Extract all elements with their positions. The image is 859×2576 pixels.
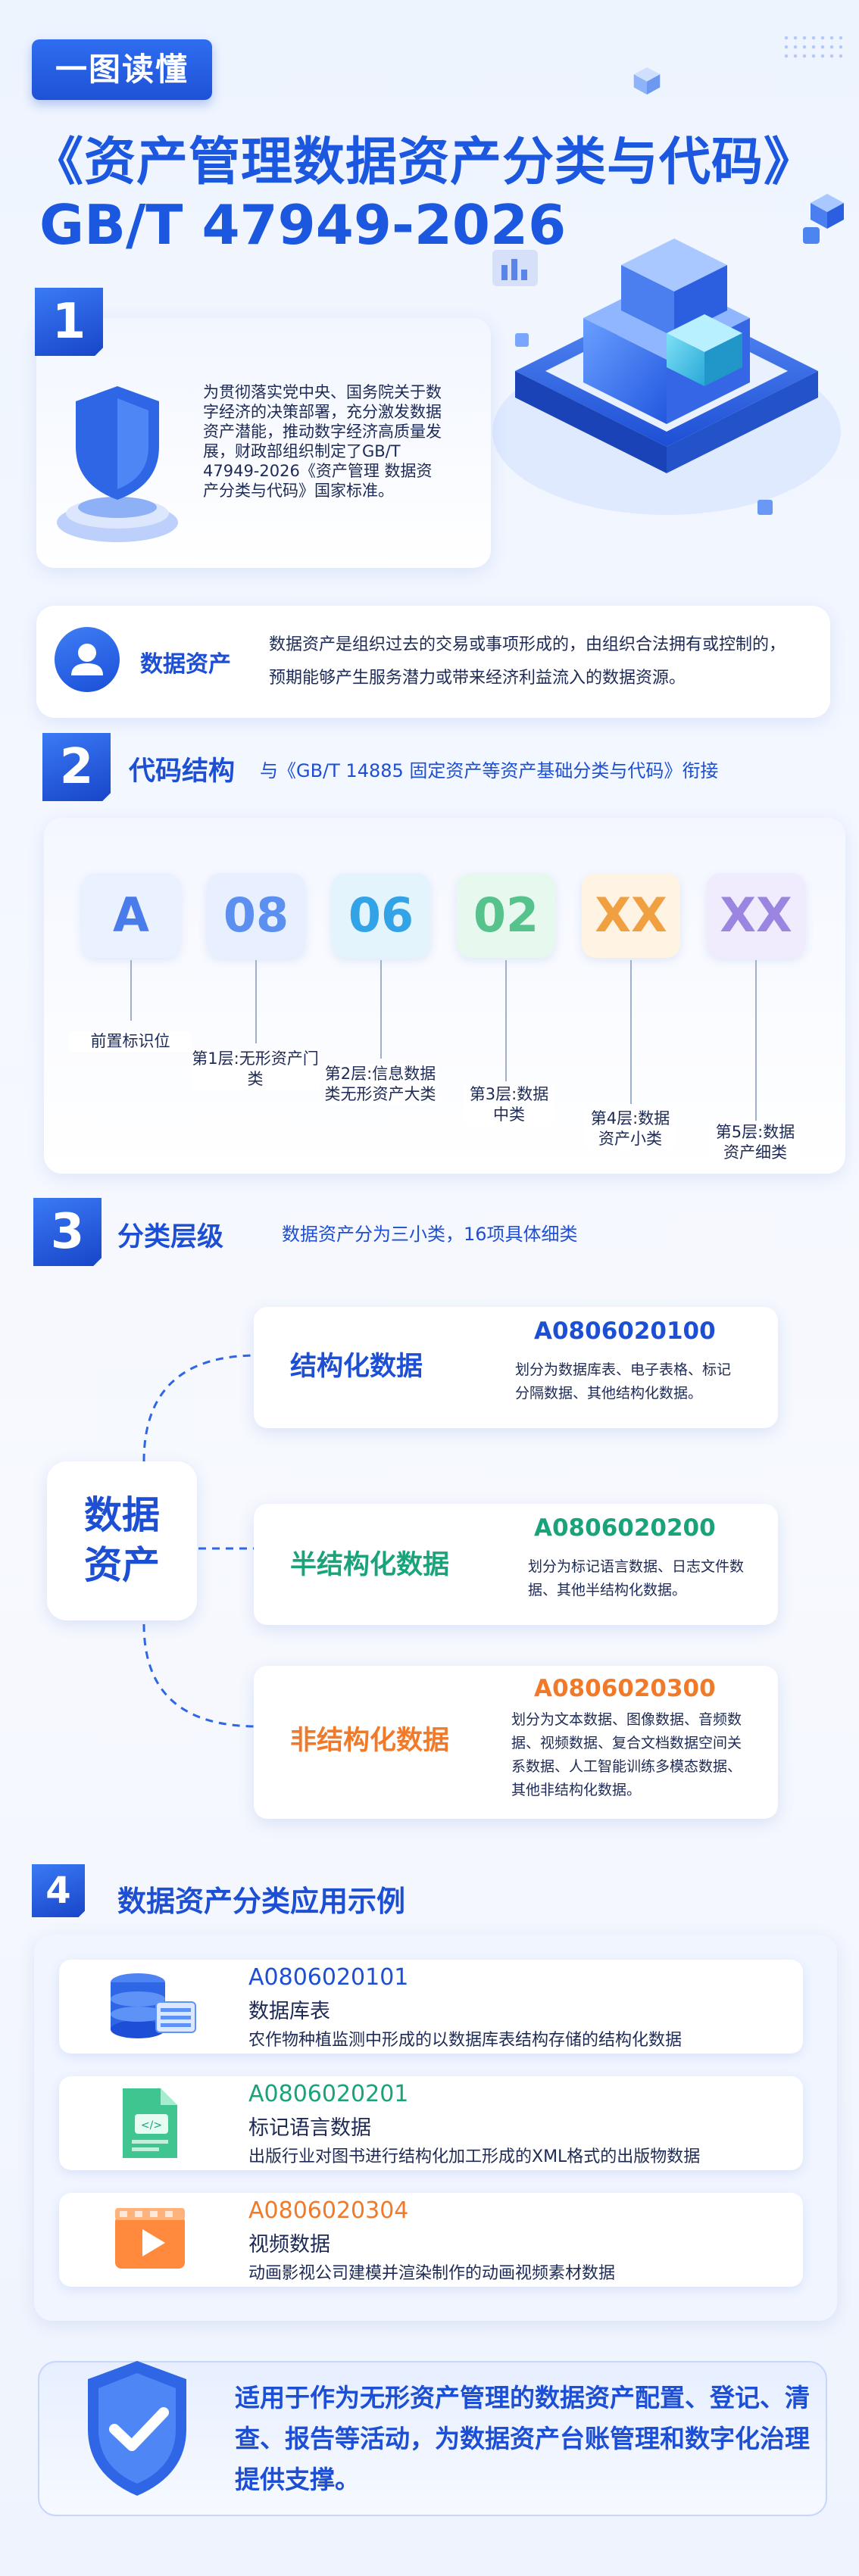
video-icon (115, 2208, 185, 2269)
xml-file-icon: </> (123, 2088, 177, 2158)
section-3-subtitle: 数据资产分为三小类，16项具体细类 (282, 1224, 578, 1245)
code-label: 第3层:数据中类 (464, 1084, 554, 1125)
example-desc: 动画影视公司建模并渲染制作的动画视频素材数据 (248, 2264, 616, 2283)
example-desc: 出版行业对图书进行结构化加工形成的XML格式的出版物数据 (248, 2147, 701, 2166)
user-icon (55, 627, 120, 692)
definition-text: 数据资产是组织过去的交易或事项形成的，由组织合法拥有或控制的，预期能够产生服务潜… (269, 635, 786, 688)
category-code: A0806020300 (534, 1675, 716, 1702)
code-label: 前置标识位 (70, 1031, 191, 1052)
category-card-structured: 结构化数据 A0806020100 划分为数据库表、电子表格、标记分隔数据、其他… (254, 1307, 778, 1428)
definition-label: 数据资产 (140, 651, 231, 678)
standard-number: GB/T 47949-2026 (39, 193, 567, 257)
category-desc: 划分为数据库表、电子表格、标记分隔数据、其他结构化数据。 (515, 1361, 732, 1402)
example-name: 标记语言数据 (248, 2116, 371, 2140)
connector-line (255, 960, 257, 1043)
category-name: 半结构化数据 (290, 1550, 450, 1580)
section-2-badge: 2 (42, 733, 111, 801)
code-segment: 02 (457, 873, 555, 958)
category-code: A0806020100 (534, 1318, 716, 1345)
section-3-title: 分类层级 (117, 1222, 224, 1252)
section-2-subtitle: 与《GB/T 14885 固定资产等资产基础分类与代码》衔接 (260, 760, 719, 781)
cube-icon (811, 194, 844, 229)
svg-text:</>: </> (141, 2119, 162, 2132)
category-desc: 划分为文本数据、图像数据、音频数据、视频数据、复合文档数据空间关系数据、人工智能… (511, 1711, 742, 1798)
header-tag: 一图读懂 (32, 39, 212, 100)
example-card: </> A0806020201 标记语言数据 出版行业对图书进行结构化加工形成的… (59, 2076, 803, 2170)
cube-icon (633, 67, 661, 95)
connector-line (380, 960, 382, 1059)
code-segment: A (82, 873, 180, 958)
intro-text: 为贯彻落实党中央、国务院关于数字经济的决策部署，充分激发数据资产潜能，推动数字经… (203, 383, 442, 500)
category-name: 结构化数据 (290, 1352, 423, 1382)
connector-line (130, 960, 132, 1021)
data-cubes-illustration (492, 227, 841, 515)
example-card: A0806020304 视频数据 动画影视公司建模并渲染制作的动画视频素材数据 (59, 2193, 803, 2287)
example-code: A0806020304 (248, 2197, 409, 2224)
example-code: A0806020201 (248, 2081, 409, 2107)
footer-text: 适用于作为无形资产管理的数据资产配置、登记、清查、报告等活动，为数据资产台账管理… (235, 2383, 810, 2494)
section-2-title: 代码结构 (129, 756, 236, 787)
code-label: 第4层:数据资产小类 (585, 1109, 676, 1149)
category-card-unstructured: 非结构化数据 A0806020300 划分为文本数据、图像数据、音频数据、视频数… (254, 1666, 778, 1819)
code-label: 第2层:信息数据类无形资产大类 (323, 1064, 437, 1105)
code-segment: XX (707, 873, 805, 958)
data-asset-core (47, 1461, 197, 1620)
shield-icon (57, 386, 178, 542)
connector-line (755, 960, 757, 1121)
code-structure-card (44, 818, 845, 1174)
section-4-title: 数据资产分类应用示例 (117, 1885, 406, 1918)
connector-line (630, 960, 632, 1104)
section-4-badge: 4 (32, 1864, 85, 1917)
example-code: A0806020101 (248, 1964, 409, 1991)
code-segment: 08 (207, 873, 305, 958)
category-name: 非结构化数据 (290, 1726, 450, 1756)
code-segment: 06 (332, 873, 430, 958)
data-asset-core-label: 数据 资产 (84, 1493, 160, 1587)
hierarchy-connectors (142, 1354, 258, 1728)
database-icon (111, 1973, 196, 2038)
example-card: A0806020101 数据库表 农作物种植监测中形成的以数据库表结构存储的结构… (59, 1960, 803, 2054)
code-label: 第1层:无形资产门类 (191, 1049, 320, 1090)
example-name: 视频数据 (248, 2233, 330, 2256)
section-1-badge: 1 (35, 288, 103, 356)
connector-line (505, 960, 507, 1081)
category-code: A0806020200 (534, 1514, 716, 1542)
section-3-badge: 3 (33, 1198, 102, 1266)
example-desc: 农作物种植监测中形成的以数据库表结构存储的结构化数据 (248, 2031, 683, 2050)
code-segment: XX (582, 873, 680, 958)
shield-check-icon (88, 2361, 186, 2496)
definition-card (36, 606, 830, 718)
page-title: 《资产管理数据资产分类与代码》 (32, 133, 817, 192)
example-name: 数据库表 (248, 2000, 330, 2023)
category-card-semistructured: 半结构化数据 A0806020200 划分为标记语言数据、日志文件数据、其他半结… (254, 1504, 778, 1625)
decorative-dots (782, 33, 842, 64)
category-desc: 划分为标记语言数据、日志文件数据、其他半结构化数据。 (528, 1558, 745, 1598)
code-label: 第5层:数据资产细类 (710, 1122, 801, 1163)
